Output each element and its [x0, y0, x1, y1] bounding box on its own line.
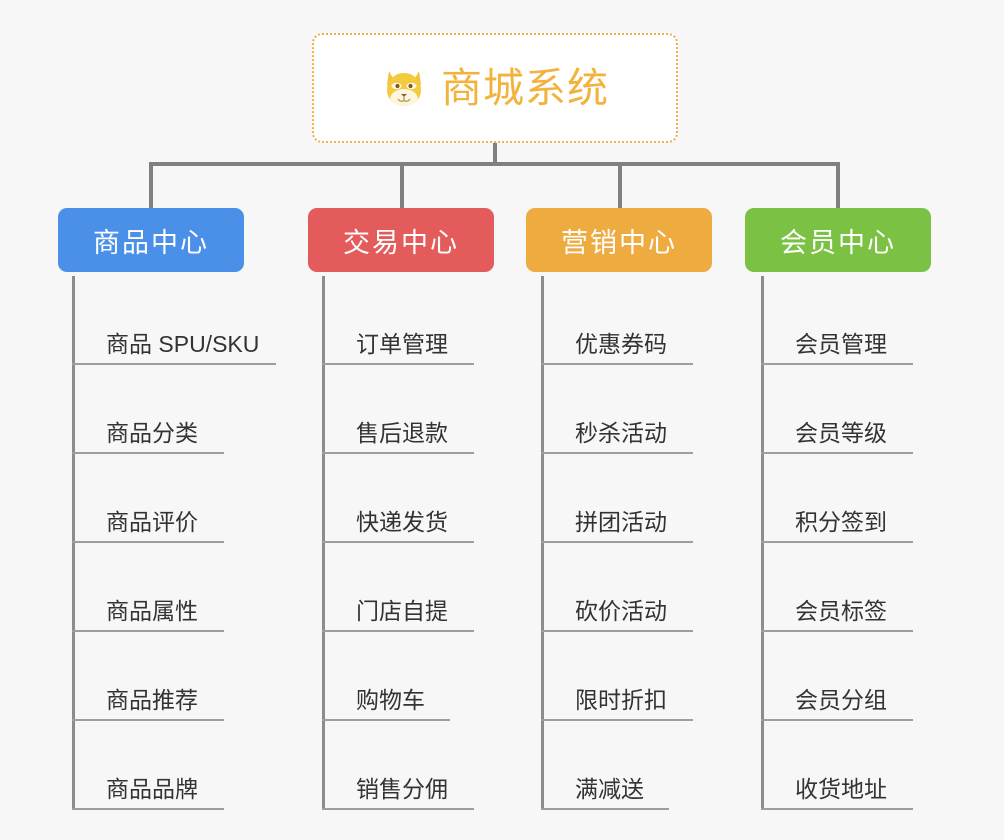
column-member-center: 会员管理会员等级积分签到会员标签会员分组收货地址: [761, 276, 913, 810]
leaf-item-label: 商品评价: [106, 509, 198, 535]
leaf-item[interactable]: 会员分组: [761, 632, 913, 721]
leaf-item[interactable]: 商品属性: [72, 543, 259, 632]
leaf-item-underline: [322, 363, 474, 365]
leaf-item-underline: [541, 808, 669, 810]
leaf-item[interactable]: 积分签到: [761, 454, 913, 543]
category-header-marketing-center[interactable]: 营销中心: [526, 208, 712, 272]
leaf-list: 会员管理会员等级积分签到会员标签会员分组收货地址: [761, 276, 913, 810]
leaf-item-underline: [541, 452, 693, 454]
leaf-item[interactable]: 会员管理: [761, 276, 913, 365]
leaf-item-label: 商品推荐: [106, 687, 198, 713]
leaf-item-label: 商品 SPU/SKU: [106, 331, 260, 357]
leaf-item[interactable]: 商品评价: [72, 454, 259, 543]
connector-stem: [493, 143, 497, 165]
category-header-trade-center[interactable]: 交易中心: [308, 208, 494, 272]
connector-drop-1: [149, 162, 153, 209]
leaf-item-underline: [72, 808, 224, 810]
category-header-member-center[interactable]: 会员中心: [745, 208, 931, 272]
leaf-item[interactable]: 门店自提: [322, 543, 474, 632]
root-title: 商城系统: [441, 64, 609, 111]
leaf-item-label: 优惠券码: [575, 331, 667, 357]
leaf-item-label: 限时折扣: [575, 687, 667, 713]
connector-drop-2: [400, 162, 404, 209]
leaf-item-label: 门店自提: [356, 598, 448, 624]
leaf-item-underline: [72, 452, 224, 454]
connector-drop-3: [618, 162, 622, 209]
leaf-item[interactable]: 会员标签: [761, 543, 913, 632]
leaf-item-underline: [761, 541, 913, 543]
leaf-item-underline: [761, 630, 913, 632]
leaf-item-label: 销售分佣: [356, 776, 448, 802]
leaf-item-underline: [761, 452, 913, 454]
column-spine: [541, 276, 544, 810]
leaf-item-underline: [322, 808, 474, 810]
leaf-item-label: 商品属性: [106, 598, 198, 624]
leaf-item-underline: [322, 719, 450, 721]
leaf-item-label: 砍价活动: [575, 598, 667, 624]
column-spine: [72, 276, 75, 810]
leaf-item[interactable]: 商品推荐: [72, 632, 259, 721]
leaf-item-underline: [541, 541, 693, 543]
leaf-item-underline: [72, 541, 224, 543]
column-product-center: 商品 SPU/SKU 商品分类商品评价商品属性商品推荐商品品牌: [72, 276, 276, 810]
leaf-item-label: 会员等级: [795, 420, 887, 446]
leaf-item[interactable]: 优惠券码: [541, 276, 693, 365]
leaf-item-underline: [761, 808, 913, 810]
leaf-item-label: 秒杀活动: [575, 420, 667, 446]
leaf-item-label: 商品品牌: [106, 776, 198, 802]
leaf-item-underline: [761, 363, 913, 365]
leaf-item-label: 会员分组: [795, 687, 887, 713]
leaf-item-label: 商品分类: [106, 420, 198, 446]
column-spine: [322, 276, 325, 810]
leaf-item-label: 积分签到: [795, 509, 887, 535]
leaf-item-underline: [72, 363, 276, 365]
leaf-item[interactable]: 砍价活动: [541, 543, 693, 632]
leaf-item[interactable]: 购物车: [322, 632, 450, 721]
column-trade-center: 订单管理售后退款快递发货门店自提购物车销售分佣: [322, 276, 474, 810]
leaf-item[interactable]: 快递发货: [322, 454, 474, 543]
leaf-item-underline: [322, 630, 474, 632]
category-header-product-center[interactable]: 商品中心: [58, 208, 244, 272]
root-node-mall-system[interactable]: 商城系统: [312, 33, 678, 143]
leaf-list: 商品 SPU/SKU 商品分类商品评价商品属性商品推荐商品品牌: [72, 276, 276, 810]
leaf-item[interactable]: 商品品牌: [72, 721, 259, 810]
leaf-item-label: 拼团活动: [575, 509, 667, 535]
leaf-item-label: 会员标签: [795, 598, 887, 624]
leaf-item-underline: [541, 630, 693, 632]
leaf-item-label: 售后退款: [356, 420, 448, 446]
leaf-item[interactable]: 销售分佣: [322, 721, 474, 810]
leaf-item[interactable]: 拼团活动: [541, 454, 693, 543]
leaf-item[interactable]: 收货地址: [761, 721, 913, 810]
leaf-item[interactable]: 商品分类: [72, 365, 259, 454]
shiba-dog-face-icon: [381, 65, 427, 111]
leaf-item[interactable]: 限时折扣: [541, 632, 693, 721]
leaf-item-label: 满减送: [575, 776, 644, 802]
column-spine: [761, 276, 764, 810]
leaf-item[interactable]: 售后退款: [322, 365, 474, 454]
leaf-item-label: 收货地址: [795, 776, 887, 802]
leaf-item-underline: [322, 452, 474, 454]
leaf-item-underline: [322, 541, 474, 543]
leaf-item-underline: [72, 630, 224, 632]
connector-drop-4: [836, 162, 840, 209]
leaf-item-label: 订单管理: [356, 331, 448, 357]
leaf-list: 订单管理售后退款快递发货门店自提购物车销售分佣: [322, 276, 474, 810]
leaf-item[interactable]: 商品 SPU/SKU: [72, 276, 276, 365]
leaf-item-label: 会员管理: [795, 331, 887, 357]
leaf-item-underline: [761, 719, 913, 721]
leaf-item-underline: [541, 719, 693, 721]
leaf-item-label: 购物车: [356, 687, 425, 713]
leaf-item[interactable]: 会员等级: [761, 365, 913, 454]
leaf-item-underline: [72, 719, 224, 721]
leaf-list: 优惠券码秒杀活动拼团活动砍价活动限时折扣满减送: [541, 276, 693, 810]
leaf-item-underline: [541, 363, 693, 365]
leaf-item-label: 快递发货: [356, 509, 448, 535]
column-marketing-center: 优惠券码秒杀活动拼团活动砍价活动限时折扣满减送: [541, 276, 693, 810]
leaf-item[interactable]: 秒杀活动: [541, 365, 693, 454]
connector-horizontal-bar: [149, 162, 840, 166]
leaf-item[interactable]: 满减送: [541, 721, 669, 810]
leaf-item[interactable]: 订单管理: [322, 276, 474, 365]
